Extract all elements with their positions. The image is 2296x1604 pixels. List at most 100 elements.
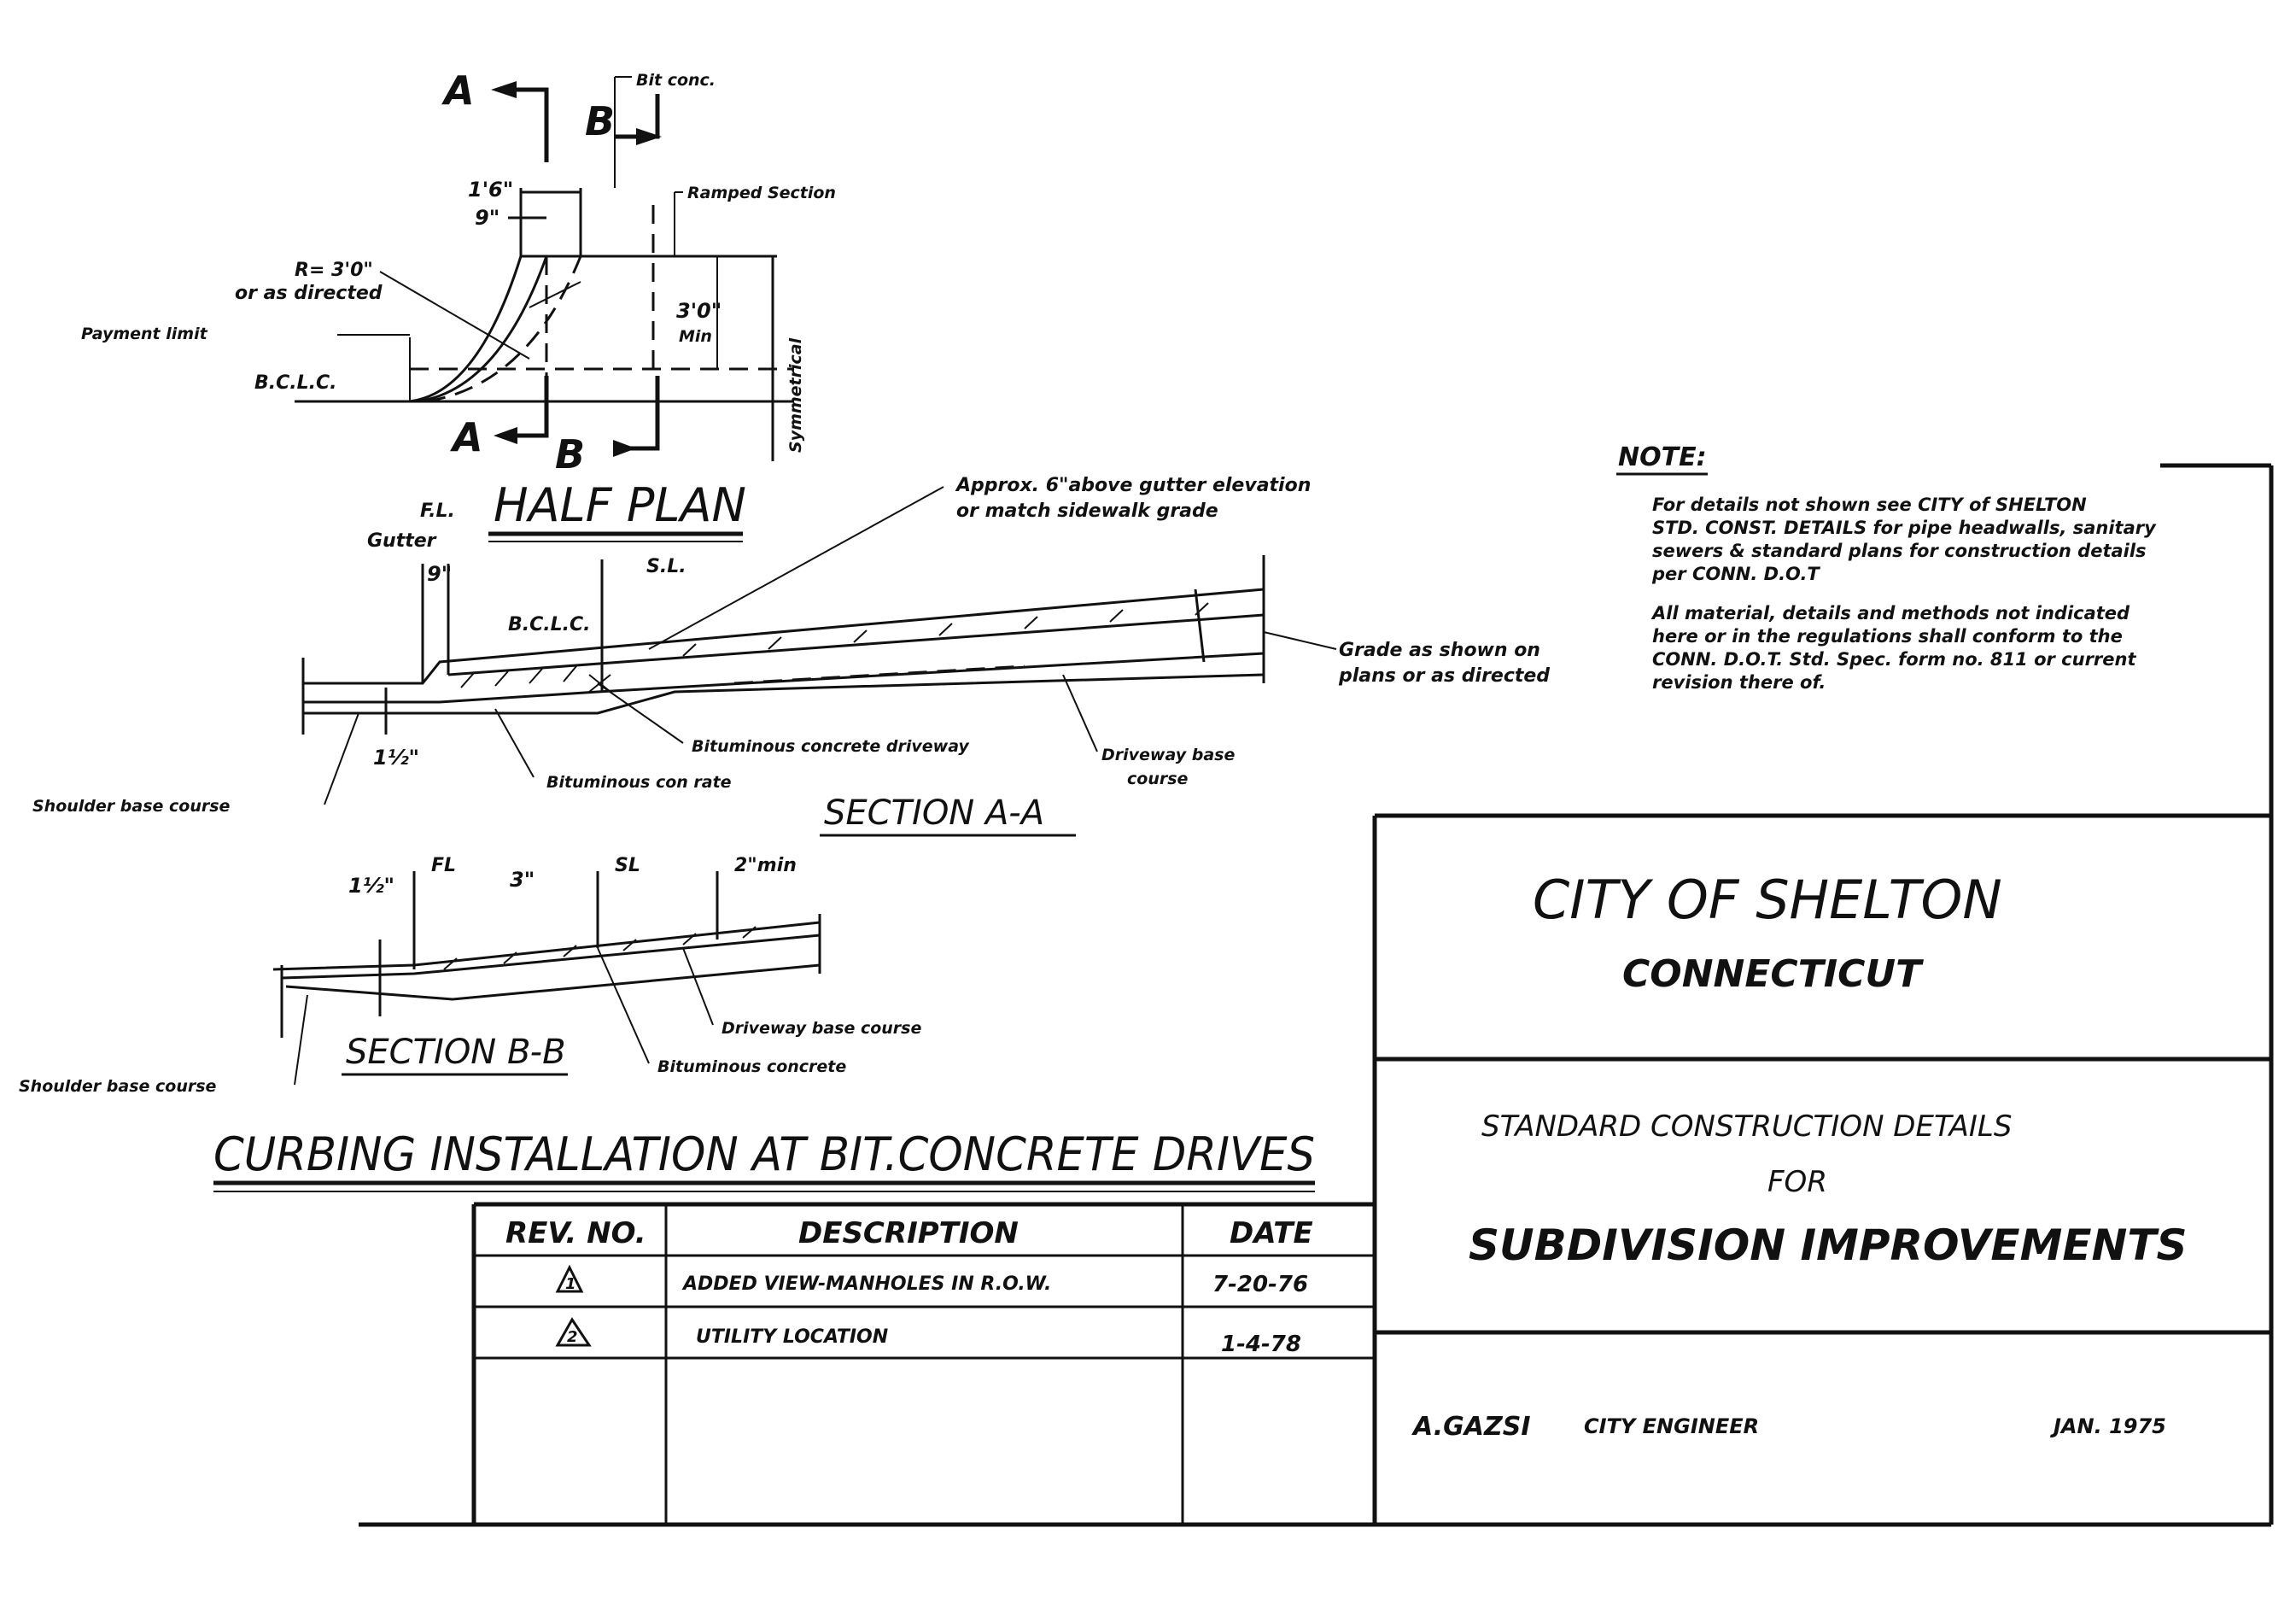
aa-base-top: [303, 652, 1265, 704]
rev-desc-1: ADDED VIEW-MANHOLES IN R.O.W.: [681, 1273, 1051, 1295]
title-for: FOR: [1767, 1165, 1827, 1199]
label-radius: R= 3'0": [295, 260, 373, 281]
note-block: NOTE: For details not shown see CITY of …: [1616, 442, 2157, 693]
half-plan-title: HALF PLAN: [494, 478, 746, 532]
curb-radius-outer: [409, 255, 523, 403]
aa-label-dim-1-half: 1½": [373, 746, 419, 770]
cut-label-b-top: B: [585, 98, 615, 144]
aa-grade-leader: [1263, 631, 1337, 650]
rev-header-date: DATE: [1230, 1216, 1313, 1250]
bb-shoulder-leader: [294, 994, 308, 1086]
bb-label-sl: SL: [615, 855, 640, 876]
aa-label-bit-driveway: Bituminous concrete driveway: [692, 737, 970, 756]
title-city: CITY OF SHELTON: [1533, 869, 2002, 931]
table-row: 1 ADDED VIEW-MANHOLES IN R.O.W. 7-20-76: [555, 1264, 1308, 1297]
note-heading: NOTE:: [1618, 442, 1707, 472]
section-aa: F.L. Gutter 9" B.C.L.C. S.L. Approx. 6"a…: [32, 475, 1550, 837]
aa-label-fl: F.L.: [420, 501, 455, 522]
rev-triangle-2-icon: [555, 1317, 592, 1347]
aa-label-gutter: Gutter: [367, 530, 437, 552]
cut-label-a-bottom: A: [450, 414, 483, 460]
section-bb: 1½" FL 3" SL 2"min Driveway base course …: [19, 855, 921, 1096]
aa-driveway-surface: [447, 613, 1265, 676]
label-dim-9: 9": [475, 206, 500, 230]
note-line-4: per CONN. D.O.T: [1651, 564, 1820, 584]
rev-desc-2: UTILITY LOCATION: [696, 1326, 888, 1348]
radius-leader: [529, 281, 581, 308]
bb-driveway-surface: [281, 934, 821, 980]
aa-label-sl: S.L.: [646, 556, 686, 577]
label-payment-limit: Payment limit: [81, 325, 208, 343]
note-line-7: CONN. D.O.T. Std. Spec. form no. 811 or …: [1652, 649, 2136, 670]
aa-label-shoulder: Shoulder base course: [32, 797, 231, 816]
aa-right-tick: [1194, 588, 1206, 663]
bb-base-line: [285, 963, 821, 1001]
table-row: 2 UTILITY LOCATION 1-4-78: [555, 1317, 1301, 1357]
aa-label-grade-1: Grade as shown on: [1339, 640, 1540, 661]
aa-label-drivebase-2: course: [1127, 770, 1189, 788]
aa-label-dim-9: 9": [427, 562, 452, 586]
cut-line-a-top: [512, 87, 549, 162]
label-dim-min: Min: [679, 327, 712, 346]
aa-base-bottom: [303, 673, 1265, 715]
engineer-title: CITY ENGINEER: [1584, 1414, 1759, 1438]
aa-label-drivebase-1: Driveway base: [1101, 746, 1235, 764]
half-plan: A B A B Bit conc.: [81, 67, 836, 542]
label-dim-1-6: 1'6": [468, 178, 513, 202]
bb-label-fl: FL: [431, 855, 456, 876]
bb-label-2min: 2"min: [734, 855, 797, 876]
main-title-group: CURBING INSTALLATION AT BIT.CONCRETE DRI…: [213, 1127, 1315, 1192]
aa-label-grade-2: plans or as directed: [1338, 665, 1550, 687]
section-aa-title: SECTION A-A: [824, 793, 1044, 833]
label-bclc-plan: B.C.L.C.: [254, 372, 337, 394]
title-subdivision: SUBDIVISION IMPROVEMENTS: [1469, 1221, 2187, 1270]
label-bit-conc: Bit conc.: [636, 71, 716, 90]
label-symmetrical: Symmetrical: [786, 337, 805, 453]
aa-top-surface: [303, 588, 1265, 685]
aa-approx-leader: [648, 486, 944, 650]
radius-leader-2: [379, 271, 530, 360]
rev-triangle-1-icon: [555, 1264, 584, 1293]
bb-label-drivebase: Driveway base course: [722, 1019, 921, 1038]
curb-radius-inner: [418, 255, 548, 403]
rev-date-1: 7-20-76: [1212, 1272, 1308, 1297]
note-line-5: All material, details and methods not in…: [1650, 603, 2130, 623]
note-line-6: here or in the regulations shall conform…: [1652, 626, 2123, 647]
aa-label-approx-1: Approx. 6"above gutter elevation: [955, 475, 1311, 496]
note-line-1: For details not shown see CITY of SHELTO…: [1652, 495, 2087, 515]
aa-label-bclc: B.C.L.C.: [508, 614, 591, 635]
arrow-a-top-icon: [491, 81, 517, 98]
label-radius-directed: or as directed: [235, 283, 383, 304]
note-line-2: STD. CONST. DETAILS for pipe headwalls, …: [1652, 518, 2157, 538]
arrow-a-bottom-icon: [494, 427, 517, 444]
aa-bitconrate-leader: [494, 708, 535, 778]
cut-line-b-bottom: [615, 376, 660, 451]
engineer-name: A.GAZSI: [1411, 1412, 1531, 1442]
title-std-details: STANDARD CONSTRUCTION DETAILS: [1481, 1109, 2012, 1144]
aa-hatch: [460, 602, 1209, 693]
bb-label-shoulder: Shoulder base course: [19, 1077, 217, 1096]
arrow-b-bottom-icon: [613, 440, 636, 457]
aa-label-bit-con-rate: Bituminous con rate: [546, 773, 732, 792]
revision-table: REV. NO. DESCRIPTION DATE 1 ADDED VIEW-M…: [471, 1202, 1375, 1525]
bb-label-dim-1-half: 1½": [348, 874, 394, 898]
note-line-3: sewers & standard plans for construction…: [1652, 541, 2147, 561]
cut-label-b-bottom: B: [555, 431, 585, 477]
curb-radius-dashed: [426, 255, 582, 403]
bb-bitconc-leader: [597, 947, 650, 1064]
aa-label-approx-2: or match sidewalk grade: [956, 501, 1218, 522]
label-ramped-section: Ramped Section: [687, 184, 836, 202]
cut-line-a-bottom: [512, 376, 549, 438]
aa-bitdrive-leader: [597, 682, 684, 744]
bb-drivebase-leader: [682, 947, 714, 1026]
cut-label-a-top: A: [441, 67, 475, 114]
bb-label-bitconc: Bituminous concrete: [657, 1057, 846, 1076]
note-line-8: revision there of.: [1652, 672, 1826, 693]
section-bb-title: SECTION B-B: [346, 1033, 566, 1072]
aa-base-dashed: [733, 664, 1025, 685]
title-block: CITY OF SHELTON CONNECTICUT STANDARD CON…: [359, 463, 2274, 1527]
rev-header-description: DESCRIPTION: [798, 1216, 1019, 1250]
bb-label-dim-3: 3": [510, 868, 535, 892]
